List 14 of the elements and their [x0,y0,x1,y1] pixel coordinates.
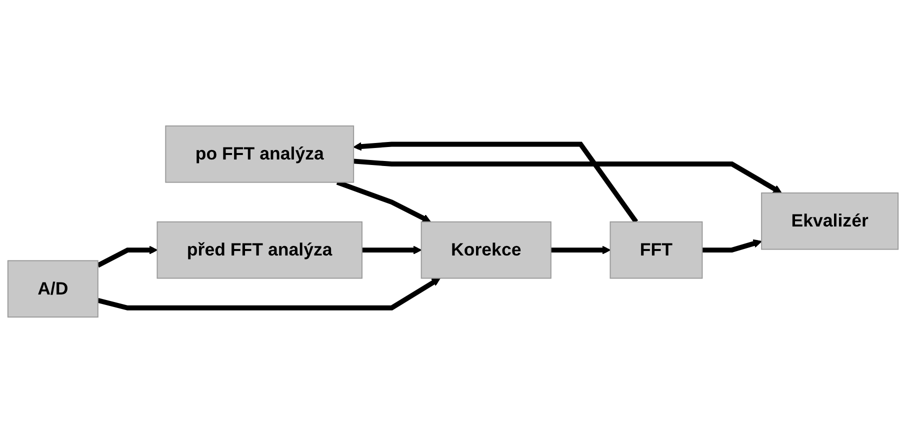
node-box: Korekce [420,221,552,279]
arrow [702,239,762,253]
node-box: A/D [7,260,98,318]
arrow [353,142,638,224]
arrow [353,158,782,194]
node-box: Ekvalizér [761,192,899,250]
arrow [362,246,422,254]
arrow [550,246,611,254]
arrow [97,278,440,310]
node-box: FFT [610,221,703,279]
arrow [336,180,431,222]
node-box: před FFT analýza [156,221,362,279]
node-box: po FFT analýza [165,125,354,183]
arrow [96,246,158,268]
